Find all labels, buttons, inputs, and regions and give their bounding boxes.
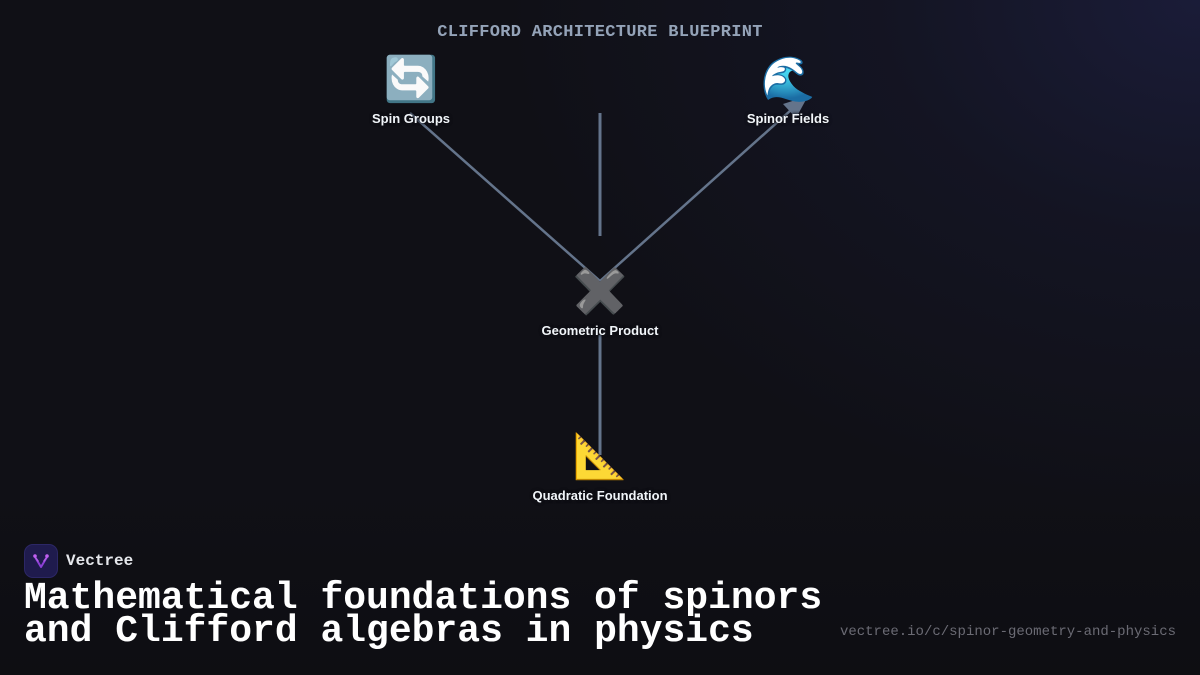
triangular-ruler-icon: 📐: [572, 432, 628, 481]
node-label: Spinor Fields: [746, 111, 830, 126]
edge-spin-groups-to-geometric-product: [409, 112, 601, 282]
node-geometric-product[interactable]: ✖️ Geometric Product: [500, 267, 700, 338]
brand: Vectree: [24, 544, 133, 578]
diagram-title: CLIFFORD ARCHITECTURE BLUEPRINT: [437, 23, 763, 42]
repeat-arrows-icon: 🔄: [383, 55, 439, 104]
headline: Mathematical foundations of spinors and …: [24, 577, 823, 653]
arrowhead-icon: [783, 96, 808, 118]
node-quadratic-foundation[interactable]: 📐 Quadratic Foundation: [500, 432, 700, 503]
node-spin-groups[interactable]: 🔄 Spin Groups: [311, 55, 511, 126]
brand-name: Vectree: [66, 552, 134, 570]
node-label: Spin Groups: [372, 111, 450, 126]
node-label: Quadratic Foundation: [532, 488, 668, 503]
vectree-logo-icon: [24, 544, 58, 578]
headline-line-2: and Clifford algebras in physics: [24, 610, 754, 653]
wave-icon: 🌊: [760, 55, 816, 104]
node-spinor-fields[interactable]: 🌊 Spinor Fields: [688, 55, 888, 126]
headline-line-1: Mathematical foundations of spinors: [24, 577, 823, 620]
edge-geometric-product-to-spinor-fields: [599, 101, 801, 282]
multiply-icon: ✖️: [572, 267, 628, 316]
node-label: Geometric Product: [541, 323, 659, 338]
page-url: vectree.io/c/spinor-geometry-and-physics: [839, 624, 1176, 640]
